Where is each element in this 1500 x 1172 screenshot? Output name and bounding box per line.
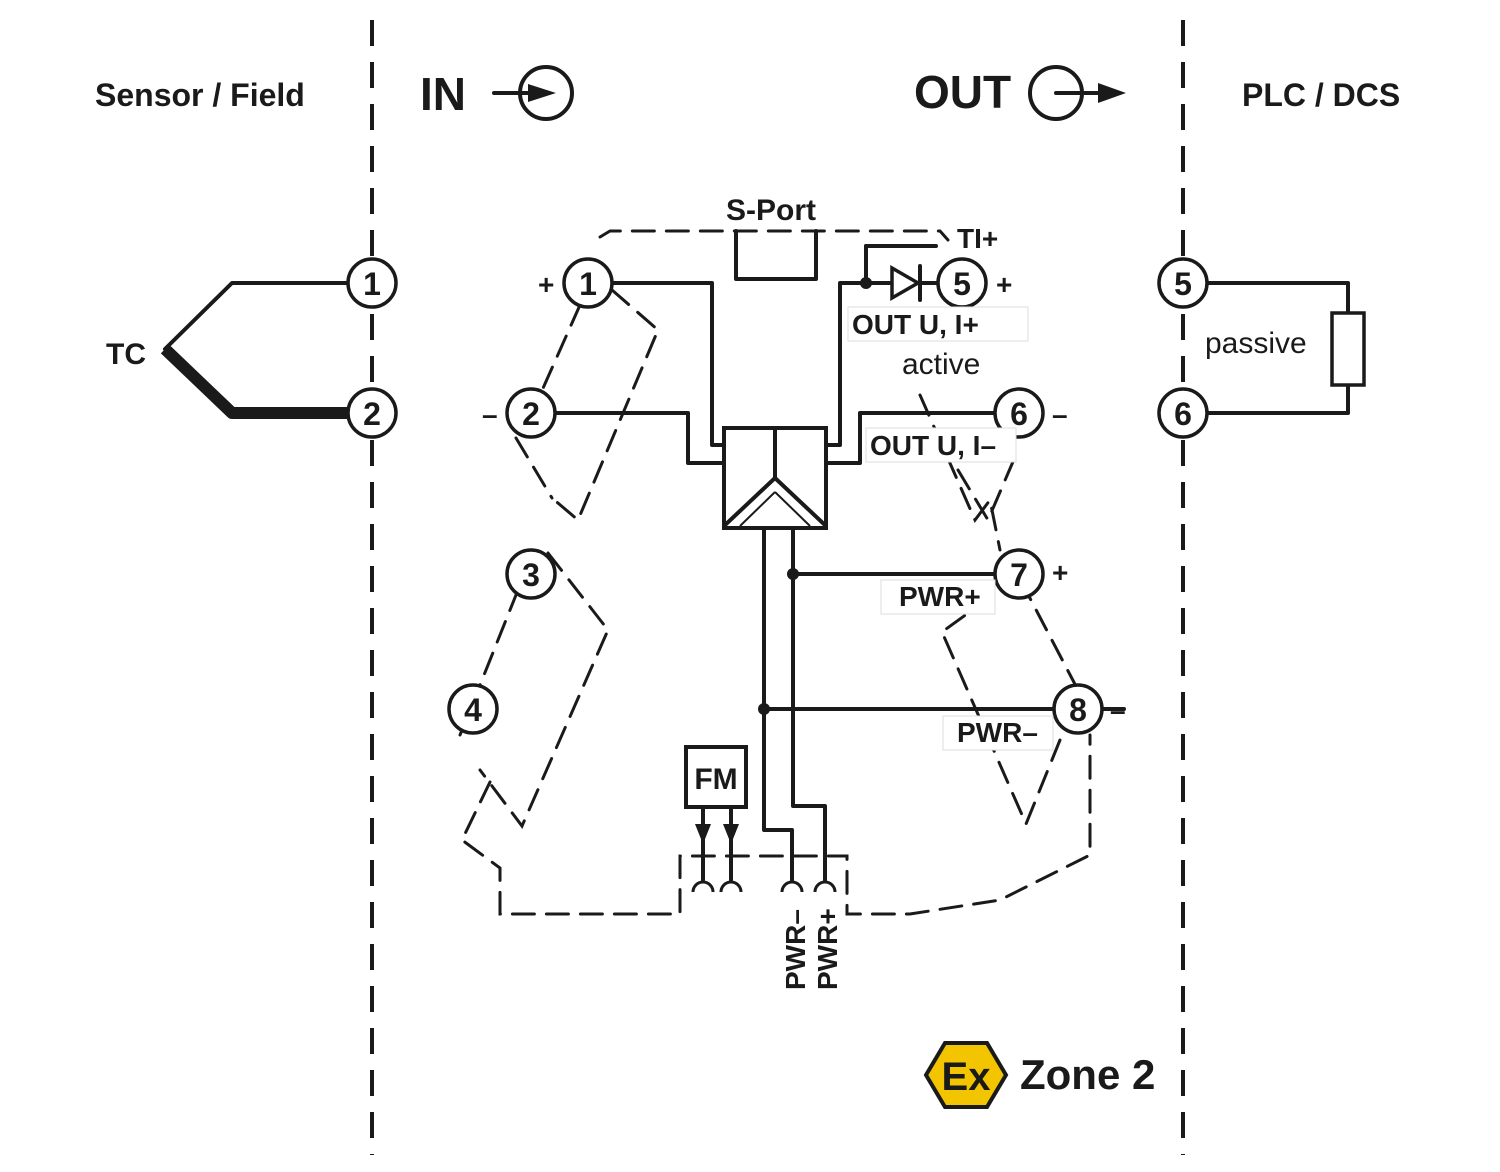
terminal-8-polarity: – — [1110, 695, 1126, 726]
svg-text:6: 6 — [1010, 396, 1028, 432]
passive-load-circuit — [1205, 281, 1366, 415]
passive-label: passive — [1205, 327, 1307, 360]
terminal-2-polarity: – — [482, 399, 498, 430]
svg-text:6: 6 — [1174, 396, 1192, 432]
terminal-6-polarity: – — [1052, 399, 1068, 430]
svg-text:7: 7 — [1010, 557, 1028, 593]
svg-text:8: 8 — [1069, 692, 1087, 728]
out-minus-label: OUT U, I– — [870, 430, 996, 461]
s-port-label: S-Port — [726, 194, 816, 227]
out-plus-label: OUT U, I+ — [852, 309, 979, 340]
terminal-5-polarity: + — [996, 269, 1012, 300]
input-arrow-icon — [492, 65, 574, 121]
internal-wiring — [552, 244, 1126, 882]
plc-terminal-6: 6 — [1157, 387, 1209, 439]
svg-text:2: 2 — [522, 396, 540, 432]
ti-plus-label: TI+ — [957, 223, 998, 254]
out-heading: OUT — [914, 66, 1011, 118]
svg-text:5: 5 — [953, 266, 971, 302]
out-plus-label-bg — [847, 306, 1029, 342]
plc-terminal-5: 5 — [1157, 257, 1209, 309]
svg-text:2: 2 — [363, 396, 381, 432]
module-terminal-8: 8 — [1052, 683, 1104, 735]
module-terminal-7: 7 — [993, 548, 1045, 600]
svg-text:4: 4 — [464, 692, 482, 728]
svg-text:5: 5 — [1174, 266, 1192, 302]
fm-block — [684, 745, 748, 882]
pwr-plus-label-bg — [880, 579, 996, 615]
tc-label: TC — [106, 338, 146, 371]
diode-icon — [890, 264, 922, 302]
ex-zone-badge: Ex — [923, 1041, 1009, 1109]
module-terminal-4: 4 — [447, 683, 499, 735]
in-heading: IN — [420, 68, 466, 120]
ex-symbol: Ex — [942, 1055, 991, 1099]
pwr-minus-label: PWR– — [957, 717, 1038, 748]
svg-text:1: 1 — [579, 266, 597, 302]
isolation-converter-block — [722, 426, 828, 530]
module-terminal-5: 5 — [936, 257, 988, 309]
module-terminal-6: 6 — [993, 387, 1045, 439]
s-port-interface — [598, 229, 950, 281]
out-minus-label-bg — [865, 427, 1017, 463]
svg-text:1: 1 — [363, 266, 381, 302]
sensor-terminal-2: 2 — [346, 387, 398, 439]
svg-text:3: 3 — [522, 557, 540, 593]
sensor-field-heading: Sensor / Field — [95, 77, 305, 113]
active-label: active — [902, 348, 980, 381]
bus-pwr-plus-label: PWR+ — [812, 908, 843, 990]
module-terminal-3: 3 — [505, 548, 557, 600]
ex-hexagon-icon — [923, 1041, 1009, 1109]
module-terminal-1: 1 — [562, 257, 614, 309]
module-terminal-2: 2 — [505, 387, 557, 439]
sensor-terminal-1: 1 — [346, 257, 398, 309]
fm-label: FM — [694, 763, 737, 796]
bus-pwr-minus-label: PWR– — [780, 909, 811, 990]
plc-dcs-heading: PLC / DCS — [1242, 77, 1400, 113]
pwr-plus-label: PWR+ — [899, 581, 981, 612]
zone-label: Zone 2 — [1020, 1051, 1155, 1098]
pwr-minus-label-bg — [942, 715, 1054, 751]
bus-connector-icons — [691, 880, 837, 893]
terminal-7-polarity: + — [1052, 557, 1068, 588]
output-arrow-icon — [1028, 65, 1126, 121]
terminal-1-polarity: + — [538, 269, 554, 300]
thermocouple-symbol — [160, 281, 352, 419]
